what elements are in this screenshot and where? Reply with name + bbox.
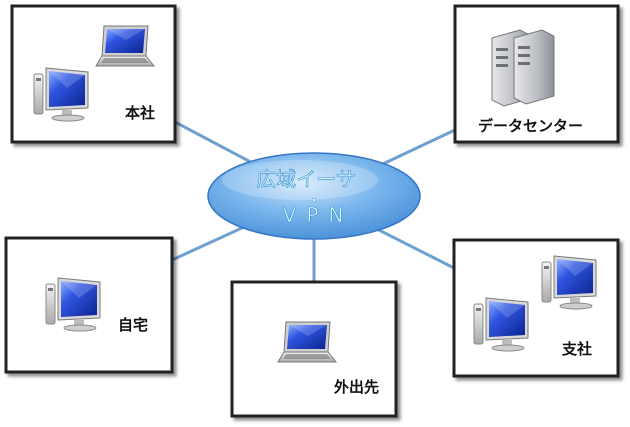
node-label: 自宅 xyxy=(118,316,148,334)
link-honsha xyxy=(173,120,264,170)
node-label: データセンター xyxy=(478,117,583,135)
node-datacenter: データセンター xyxy=(453,4,620,144)
cloud-title: 広域イーサ xyxy=(256,167,356,191)
node-shisha: 支社 xyxy=(452,238,620,378)
link-shisha xyxy=(373,226,456,270)
node-honsha: 本社 xyxy=(10,4,177,144)
laptop-icon xyxy=(95,25,155,67)
wan-cloud: 広域イーサ VPN xyxy=(207,152,421,240)
server-icon xyxy=(491,29,555,107)
cloud-subtitle: VPN xyxy=(283,203,354,227)
node-jitaku: 自宅 xyxy=(4,236,174,374)
node-label: 本社 xyxy=(125,104,155,122)
link-jitaku xyxy=(170,220,257,262)
laptop-icon xyxy=(277,321,337,363)
node-label: 外出先 xyxy=(333,378,379,396)
node-label: 支社 xyxy=(561,340,592,358)
node-gaishutsu: 外出先 xyxy=(230,280,398,418)
cloud-separator-dot xyxy=(311,197,317,203)
